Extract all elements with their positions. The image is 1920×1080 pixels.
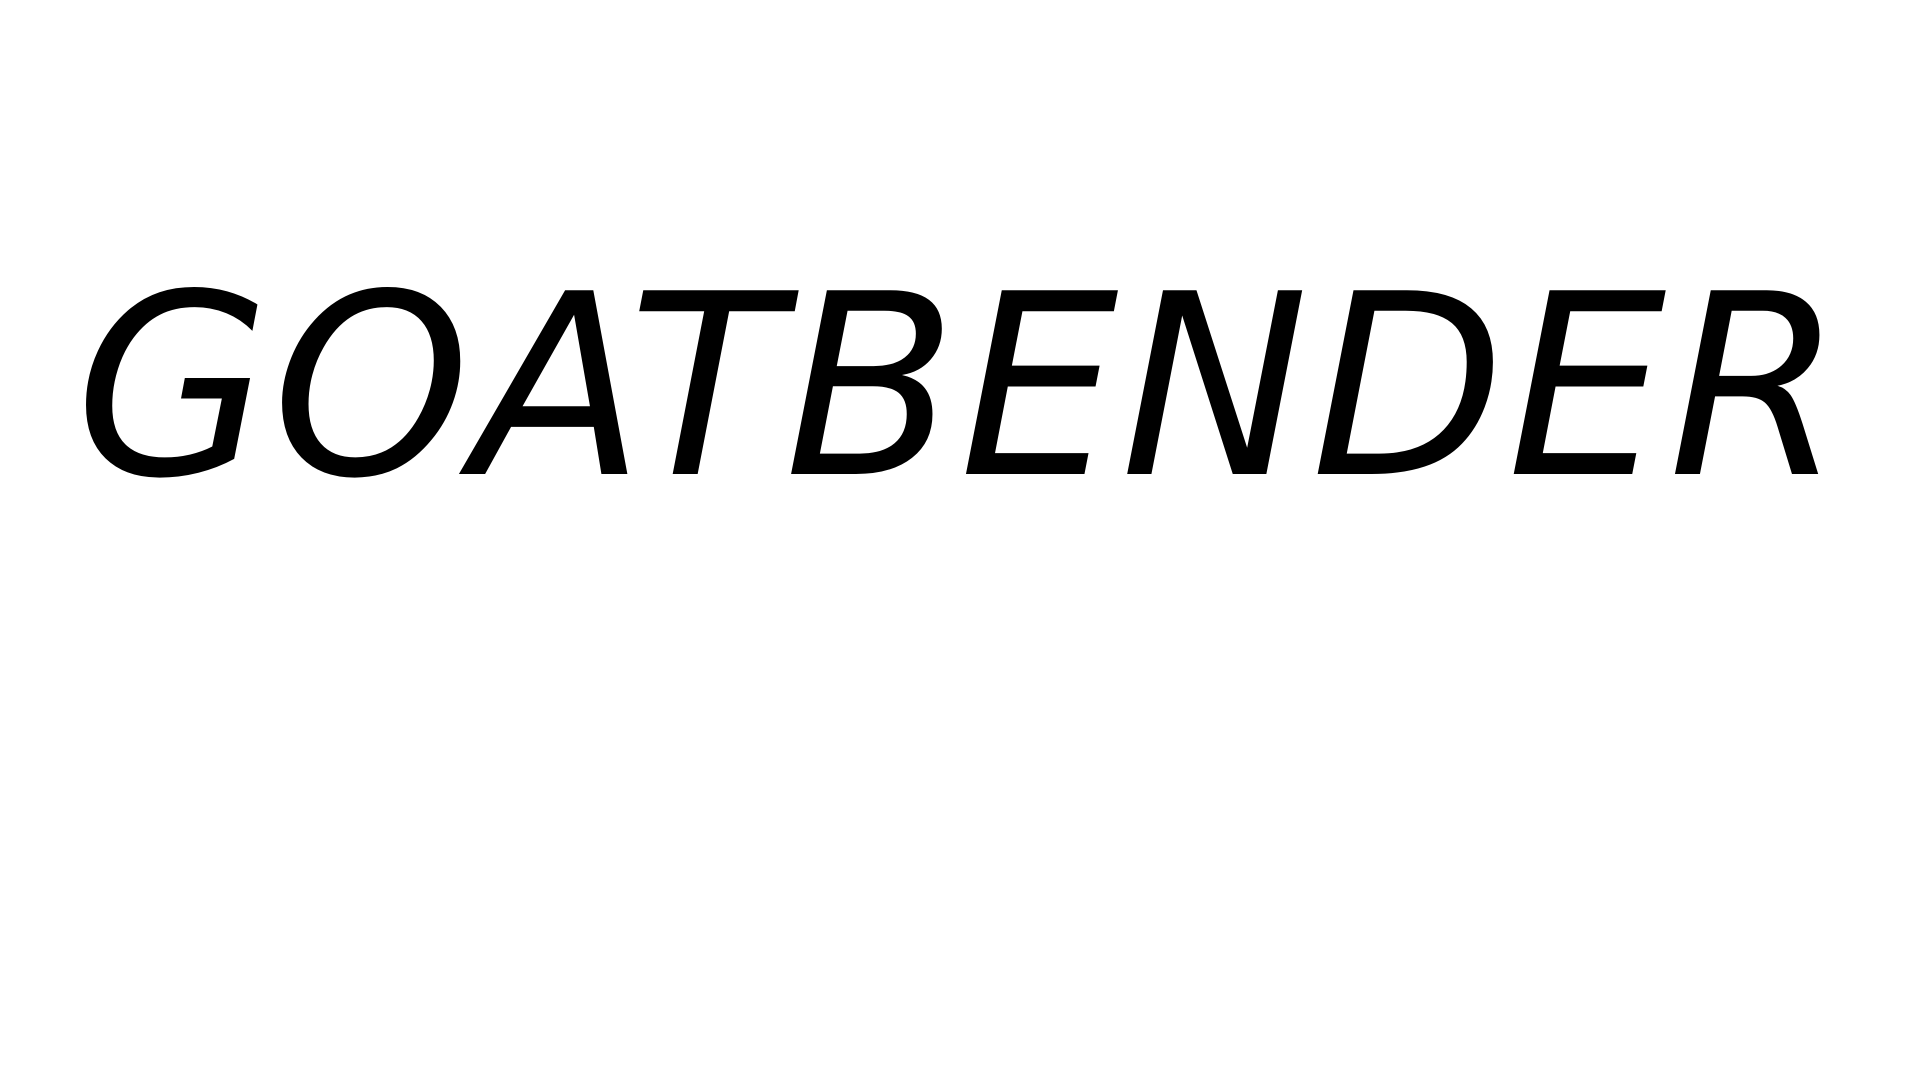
wordmark-text: GOATBENDER (74, 241, 1846, 534)
